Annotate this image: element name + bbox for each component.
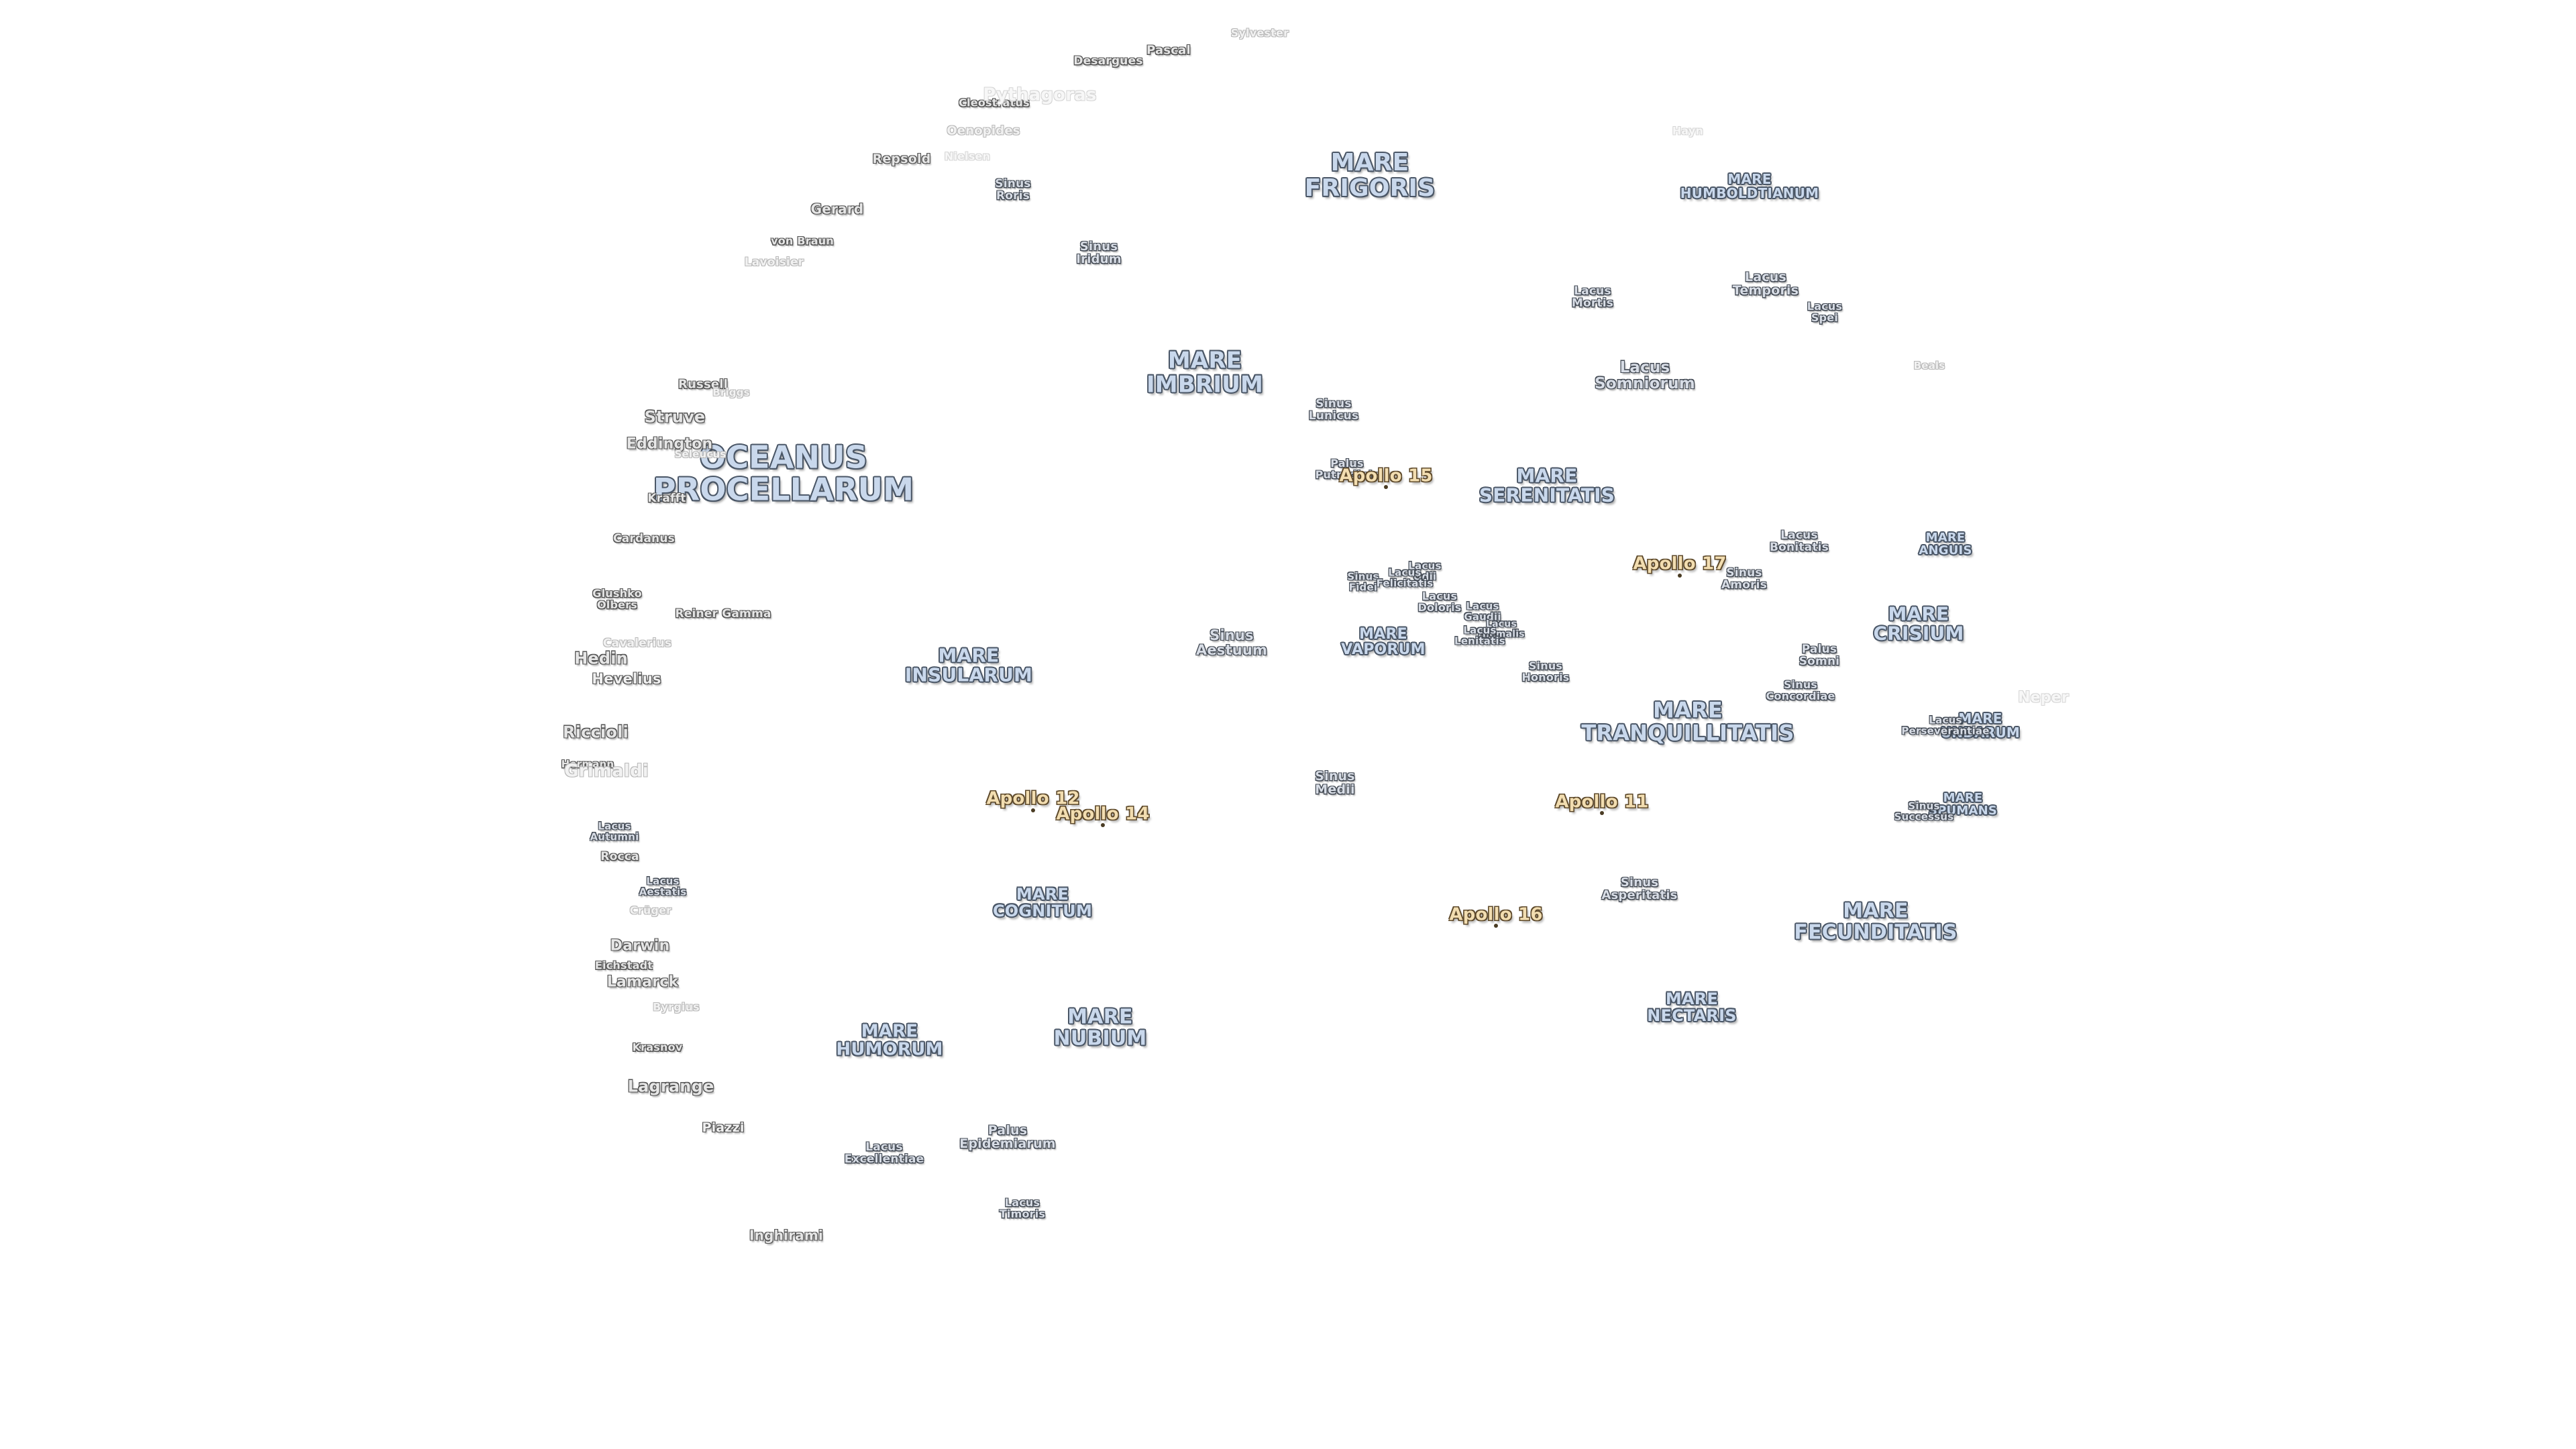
lacus-somniorum-label: Lacus Somniorum: [1595, 358, 1695, 392]
lacus-doloris-label: Lacus Doloris: [1417, 590, 1462, 614]
crater-inghirami-label: Inghirami: [749, 1227, 823, 1244]
crater-von-braun-label: von Braun: [771, 234, 834, 248]
crater-byrgius-label: Byrgius: [653, 1000, 700, 1014]
sinus-lunicus-label: Sinus Lunicus: [1308, 397, 1359, 423]
sinus-asperitatis-label: Sinus Asperitatis: [1601, 875, 1678, 902]
crater-beals-label: Beals: [1913, 360, 1945, 372]
mare-serenitatis-label: MARE SERENITATIS: [1479, 464, 1615, 506]
mare-nectaris-label: MARE NECTARIS: [1647, 989, 1737, 1025]
mare-nubium-label: MARE NUBIUM: [1053, 1005, 1147, 1050]
lacus-autumni-label: Lacus Autumni: [590, 820, 639, 843]
sinus-fidei-label: Sinus Fidei: [1347, 570, 1379, 593]
mare-undarum-label: MARE UNDARUM: [1940, 710, 2021, 741]
sinus-roris-label: Sinus Roris: [995, 177, 1031, 203]
apollo-15-label: Apollo 15: [1339, 466, 1433, 486]
oceanus-procellarum-label: OCEANUS PROCELLARUM: [653, 439, 914, 508]
apollo-17-marker: [1678, 574, 1682, 578]
apollo-11-label: Apollo 11: [1555, 792, 1649, 812]
apollo-14-label: Apollo 14: [1056, 804, 1150, 824]
crater-piazzi-label: Piazzi: [702, 1120, 745, 1136]
apollo-16-label: Apollo 16: [1449, 904, 1543, 925]
crater-cardanus-label: Cardanus: [613, 532, 675, 546]
mare-vaporum-label: MARE VAPORUM: [1341, 625, 1426, 658]
crater-darwin-label: Darwin: [610, 937, 670, 955]
apollo-16-marker: [1494, 924, 1498, 928]
lacus-spei-label: Lacus Spei: [1807, 300, 1843, 324]
crater-sylvester-label: Sylvester: [1230, 26, 1289, 40]
crater-riccioli-label: Riccioli: [563, 722, 629, 742]
apollo-17-label: Apollo 17: [1633, 553, 1727, 574]
crater-pascal-label: Pascal: [1146, 43, 1191, 58]
mare-crisium-label: MARE CRISIUM: [1873, 602, 1964, 645]
lacus-gaudii-label: Lacus Gaudii: [1464, 600, 1501, 623]
lacus-aestatis-label: Lacus Aestatis: [639, 875, 687, 898]
palus-somni-label: Palus Somni: [1799, 643, 1840, 668]
sinus-amoris-label: Sinus Amoris: [1721, 566, 1768, 592]
crater-hevelius-label: Hevelius: [592, 670, 661, 687]
apollo-12-marker: [1031, 808, 1035, 812]
crater-cleostratus-label: Cleostratus: [959, 96, 1030, 109]
crater-eddington-label: Eddington: [626, 435, 713, 453]
mare-tranquillitatis-label: MARE TRANQUILLITATIS: [1581, 697, 1794, 745]
lacus-lenitatis-label: Lacus Lenitatis: [1454, 624, 1505, 647]
sinus-medii-label: Sinus Medii: [1315, 769, 1355, 797]
crater-lamarck-label: Lamarck: [606, 973, 679, 991]
sinus-aestuum-label: Sinus Aestuum: [1195, 627, 1268, 658]
crater-hermann-label: Hermann: [561, 758, 614, 771]
crater-gerard-label: Gerard: [810, 201, 864, 217]
crater-repsold-label: Repsold: [872, 152, 931, 167]
sinus-successus-label: Sinus Successus: [1894, 800, 1954, 822]
crater-reiner-gamma-label: Reiner Gamma: [675, 607, 771, 621]
apollo-11-marker: [1600, 811, 1604, 815]
mare-cognitum-label: MARE COGNITUM: [992, 884, 1093, 920]
lacus-mortis-label: Lacus Mortis: [1571, 284, 1614, 310]
crater-briggs-label: Briggs: [712, 386, 750, 399]
crater-hedin-label: Hedin: [574, 649, 628, 668]
crater-cavalerius-label: Cavalerius: [602, 637, 672, 651]
crater-cruger-label: Crüger: [629, 904, 672, 917]
crater-nielsen-label: Nielsen: [944, 150, 991, 163]
mare-fecunditatis-label: MARE FECUNDITATIS: [1794, 899, 1957, 944]
crater-lavoisier-label: Lavoisier: [744, 256, 804, 270]
lacus-excellentiae-label: Lacus Excellentiae: [844, 1140, 924, 1166]
apollo-15-marker: [1384, 485, 1388, 489]
crater-pythagoras-label: Pythagoras: [983, 85, 1097, 105]
lacus-hiemalis-label: Lacus Hiemalis: [1478, 619, 1525, 639]
mare-spumans-label: MARE SPUMANS: [1928, 791, 1998, 818]
crater-krafft-label: Krafft: [647, 492, 686, 506]
lacus-bonitatis-label: Lacus Bonitatis: [1769, 529, 1829, 554]
crater-lagrange-label: Lagrange: [627, 1077, 714, 1096]
sinus-iridum-label: Sinus Iridum: [1076, 239, 1122, 266]
apollo-14-marker: [1101, 823, 1105, 827]
crater-eichstadt-label: Eichstadt: [594, 959, 653, 972]
crater-desargues-label: Desargues: [1073, 54, 1143, 68]
lacus-felicitatis-label: Lacus Felicitatis: [1376, 566, 1434, 589]
mare-frigoris-label: MARE FRIGORIS: [1304, 149, 1436, 202]
crater-grimaldi-label: Grimaldi: [564, 761, 649, 782]
palus-epidemiarum-label: Palus Epidemiarum: [959, 1123, 1056, 1151]
crater-oenopides-label: Oenopides: [947, 123, 1020, 138]
crater-rocca-label: Rocca: [600, 850, 639, 864]
crater-krasnov-label: Krasnov: [632, 1040, 683, 1054]
crater-neper-label: Neper: [2018, 689, 2069, 706]
sinus-honoris-label: Sinus Honoris: [1521, 659, 1570, 684]
crater-glushko-olbers-label: Glushko Olbers: [592, 587, 642, 611]
crater-seleucus-label: Seleucus: [674, 448, 727, 461]
lacus-odii-label: Lacus Odii: [1408, 559, 1442, 582]
lacus-temporis-label: Lacus Temporis: [1732, 270, 1799, 298]
mare-insularum-label: MARE INSULARUM: [904, 644, 1033, 686]
mare-humorum-label: MARE HUMORUM: [836, 1021, 943, 1060]
mare-humboldtianum-label: MARE HUMBOLDTIANUM: [1680, 171, 1819, 201]
apollo-12-label: Apollo 12: [986, 788, 1080, 809]
mare-anguis-label: MARE ANGUIS: [1919, 531, 1972, 557]
crater-struve-label: Struve: [644, 407, 706, 427]
crater-russell-label: Russell: [678, 377, 729, 392]
crater-hayn-label: Hayn: [1672, 124, 1704, 138]
palus-putredinis-label: Palus Putredinis: [1315, 457, 1379, 481]
sinus-concordiae-label: Sinus Concordiae: [1766, 678, 1835, 702]
mare-imbrium-label: MARE IMBRIUM: [1146, 347, 1264, 398]
lacus-timoris-label: Lacus Timoris: [999, 1196, 1046, 1220]
lacus-perseverantiae-label: Lacus Perseverantiae: [1901, 714, 1990, 737]
